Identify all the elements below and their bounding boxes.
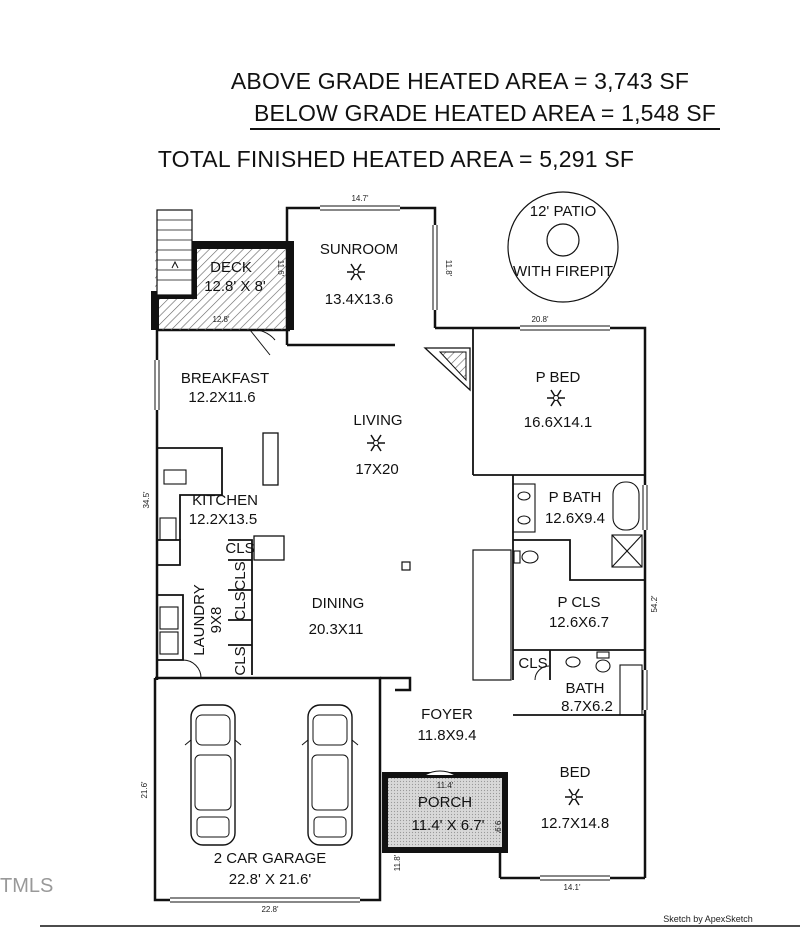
garage-label: 2 CAR GARAGE (214, 850, 327, 867)
patio (507, 191, 619, 303)
dim-right-side: 54.2' (650, 595, 659, 613)
patio-label-top: 12' PATIO (530, 203, 597, 220)
below-grade-area-text: BELOW GRADE HEATED AREA = 1,548 SF (249, 100, 721, 130)
car-left (184, 704, 242, 846)
deck-size: 12.8' X 8' (204, 278, 266, 295)
fan-bed (564, 788, 584, 806)
pbed-size: 16.6X14.1 (524, 414, 592, 431)
bed-size: 12.7X14.8 (541, 815, 609, 832)
dim-deck-bottom: 12.8' (212, 315, 230, 324)
foyer-label: FOYER (421, 706, 473, 723)
closet-label-2: CLS (232, 561, 249, 590)
laundry-label: LAUNDRY (191, 584, 208, 655)
deck (151, 209, 294, 330)
bed-label: BED (560, 764, 591, 781)
dim-bed-bottom: 14.1' (563, 883, 581, 892)
closet-label-1: CLS (225, 540, 254, 557)
interior-walls (157, 328, 645, 716)
foyer-size: 11.8X9.4 (418, 727, 477, 744)
mls-watermark: TMLS (0, 875, 53, 897)
sunroom-size: 13.4X13.6 (325, 291, 393, 308)
bath-fixtures (159, 469, 643, 716)
pbath-label: P BATH (549, 489, 602, 506)
dim-foyer-side: 11.8' (393, 854, 402, 871)
porch-size: 11.4' X 6.7' (411, 817, 484, 834)
dim-garage-side: 21.6' (140, 781, 149, 799)
pcls-size: 12.6X6.7 (549, 614, 609, 631)
porch-label: PORCH (418, 794, 472, 811)
dim-porch-side: 9.9' (493, 821, 502, 834)
dim-sunroom-side: 11.8' (444, 260, 453, 277)
garage-size: 22.8' X 21.6' (229, 871, 312, 888)
pbed-label: P BED (536, 369, 581, 386)
dim-left-side: 34.5' (142, 491, 151, 509)
living-size: 17X20 (355, 461, 398, 478)
deck-label: DECK (210, 259, 252, 276)
dim-garage-bottom: 22.8' (261, 905, 279, 914)
closet-label-5: CLS (518, 655, 547, 672)
bath-label: BATH (566, 680, 605, 697)
laundry-size: 9X8 (208, 607, 225, 634)
pbath-size: 12.6X9.4 (545, 510, 605, 527)
fan-sunroom (346, 263, 366, 281)
car-right (301, 704, 359, 846)
dining-label: DINING (312, 595, 365, 612)
total-area: TOTAL FINISHED HEATED AREA = 5,291 SF (157, 146, 635, 172)
breakfast-size: 12.2X11.6 (188, 389, 255, 406)
fan-living (366, 434, 386, 452)
dim-sunroom-left: 11.6' (276, 260, 285, 277)
above-grade-area: ABOVE GRADE HEATED AREA = 3,743 SF (230, 68, 690, 94)
kitchen-label: KITCHEN (192, 492, 258, 509)
living-label: LIVING (353, 412, 402, 429)
dining-size: 20.3X11 (309, 621, 364, 638)
bath-size: 8.7X6.2 (561, 698, 613, 715)
dim-porch-top: 11.4' (437, 781, 454, 790)
doors (182, 329, 550, 681)
dim-sunroom-top: 14.7' (351, 194, 369, 203)
breakfast-label: BREAKFAST (181, 370, 269, 387)
patio-label-bottom: WITH FIREPIT (513, 263, 613, 280)
sketch-credit: Sketch by ApexSketch (663, 914, 753, 924)
porch (382, 770, 508, 853)
closet-label-3: CLS (232, 591, 249, 620)
dim-pbed-top: 20.8' (531, 315, 549, 324)
fan-pbed (546, 389, 566, 407)
below-grade-area: BELOW GRADE HEATED AREA = 1,548 SF (85, 100, 800, 130)
sunroom-label: SUNROOM (320, 241, 398, 258)
kitchen-size: 12.2X13.5 (189, 511, 257, 528)
windows (154, 205, 648, 903)
pcls-label: P CLS (557, 594, 600, 611)
closet-label-4: CLS (232, 646, 249, 675)
